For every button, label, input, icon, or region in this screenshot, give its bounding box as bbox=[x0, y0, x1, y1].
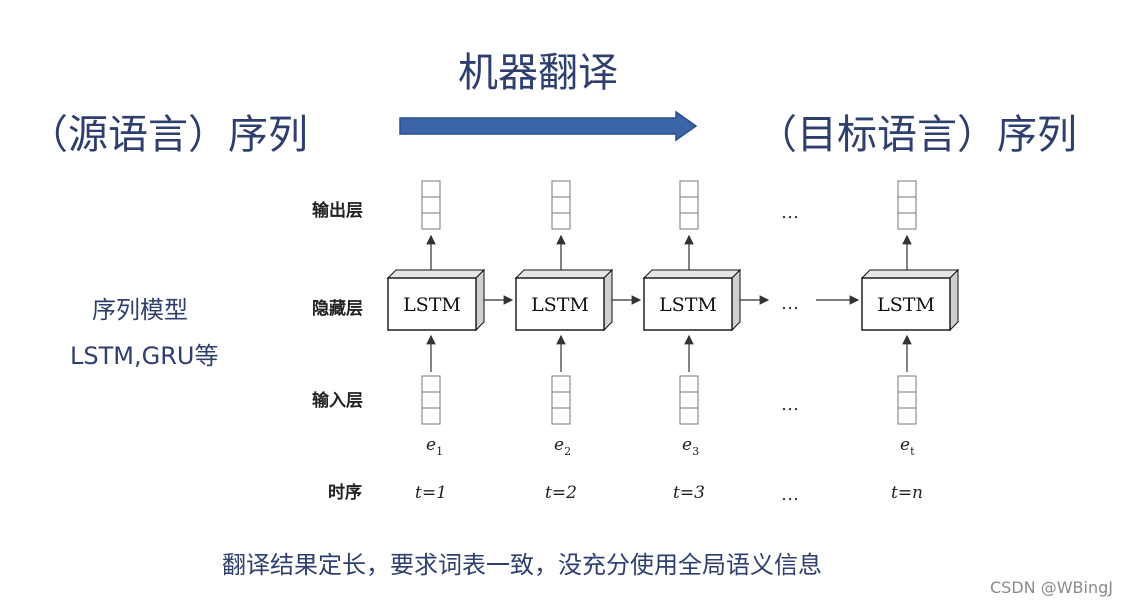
lstm-unrolled-diagram: 输出层 隐藏层 输入层 时序 LSTM e1 t=1 LSTM e2 t=2 bbox=[312, 180, 960, 505]
sequence-model-label: 序列模型 bbox=[92, 296, 188, 324]
input-e-2: e2 bbox=[554, 435, 571, 458]
lstm-cell-n-label: LSTM bbox=[877, 294, 935, 316]
input-e-3: e3 bbox=[682, 435, 699, 458]
lstm-cell-3-label: LSTM bbox=[659, 294, 717, 316]
row-label-output: 输出层 bbox=[312, 200, 363, 221]
title-translation: 机器翻译 bbox=[458, 50, 618, 96]
translation-arrow bbox=[399, 110, 698, 142]
watermark: CSDN @WBingJ bbox=[990, 578, 1113, 597]
row-label-input: 输入层 bbox=[312, 390, 363, 411]
ellipsis-input: … bbox=[781, 394, 799, 415]
ellipsis-time: … bbox=[781, 484, 799, 505]
time-label-3: t=3 bbox=[673, 483, 705, 503]
time-label-n: t=n bbox=[891, 483, 923, 503]
timestep-2: LSTM e2 t=2 bbox=[514, 180, 614, 503]
timestep-n: LSTM et t=n bbox=[860, 180, 960, 503]
timestep-3: LSTM e3 t=3 bbox=[642, 180, 742, 503]
time-label-2: t=2 bbox=[545, 483, 577, 503]
lstm-cell-2-label: LSTM bbox=[531, 294, 589, 316]
time-label-1: t=1 bbox=[415, 483, 447, 503]
input-e-1: e1 bbox=[426, 435, 443, 458]
lstm-cell-1-label: LSTM bbox=[403, 294, 461, 316]
ellipsis-output: … bbox=[781, 202, 799, 223]
ellipsis-hidden: … bbox=[781, 293, 799, 314]
row-label-hidden: 隐藏层 bbox=[312, 298, 363, 319]
timestep-1: LSTM e1 t=1 bbox=[386, 180, 486, 503]
caption: 翻译结果定长，要求词表一致，没充分使用全局语义信息 bbox=[222, 551, 822, 579]
input-e-t: et bbox=[900, 435, 915, 458]
target-sequence-label: （目标语言）序列 bbox=[757, 112, 1077, 158]
row-label-time: 时序 bbox=[328, 482, 362, 503]
source-sequence-label: （源语言）序列 bbox=[28, 112, 308, 158]
model-examples-label: LSTM,GRU等 bbox=[70, 342, 219, 370]
